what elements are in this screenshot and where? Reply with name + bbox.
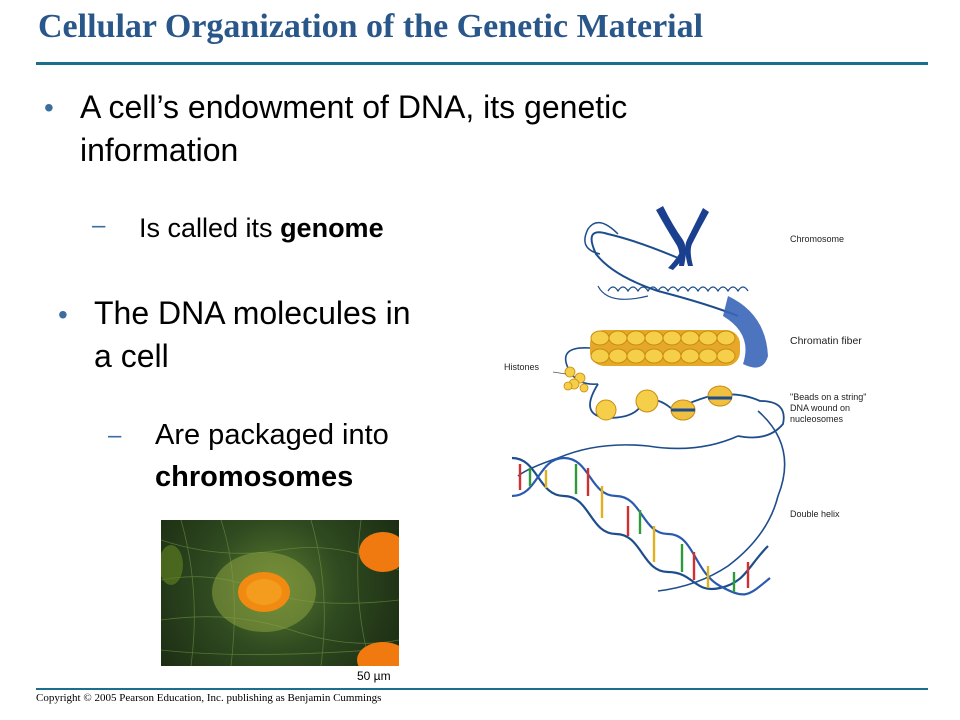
label-chromatin-fiber: Chromatin fiber	[790, 335, 862, 347]
copyright-footer: Copyright © 2005 Pearson Education, Inc.…	[36, 692, 382, 704]
sub-dash-2: –	[108, 422, 122, 449]
cell-micrograph	[161, 520, 399, 666]
bullet1-sub-text: Is called its	[139, 213, 281, 243]
label-beads-line3: nucleosomes	[790, 414, 844, 424]
slide-title: Cellular Organization of the Genetic Mat…	[38, 8, 704, 45]
bullet2-line2: a cell	[94, 338, 169, 374]
genome-term: genome	[280, 213, 384, 243]
label-double-helix: Double helix	[790, 509, 840, 519]
footer-rule	[36, 688, 928, 690]
bullet1-sub: Is called its genome	[139, 207, 384, 249]
chromosome-packaging-diagram: Chromosome Chromatin fiber Histones "Bea…	[498, 196, 918, 656]
packaging-illustration	[511, 206, 786, 596]
nucleosome-icon	[590, 330, 740, 366]
title-underline	[36, 62, 928, 65]
label-beads-line2: DNA wound on	[790, 403, 851, 413]
label-chromosome: Chromosome	[790, 234, 845, 244]
micrograph-scale-label: 50 µm	[357, 669, 391, 683]
bullet2-sub-line1: Are packaged into	[155, 419, 389, 451]
label-beads-line1: "Beads on a string"	[790, 392, 867, 402]
chromosomes-term: chromosomes	[155, 461, 354, 493]
sub-dash-1: –	[92, 212, 106, 239]
bullet2-line1: The DNA molecules in	[94, 295, 411, 331]
bullet1-line1: A cell’s endowment of DNA, its genetic	[80, 89, 628, 125]
label-histones: Histones	[504, 362, 540, 372]
bullet1-line2: information	[80, 132, 239, 168]
micrograph-image	[161, 520, 399, 666]
bullet-marker: •	[58, 299, 68, 330]
chromosome-icon	[656, 206, 709, 270]
bullet-marker: •	[44, 92, 54, 123]
